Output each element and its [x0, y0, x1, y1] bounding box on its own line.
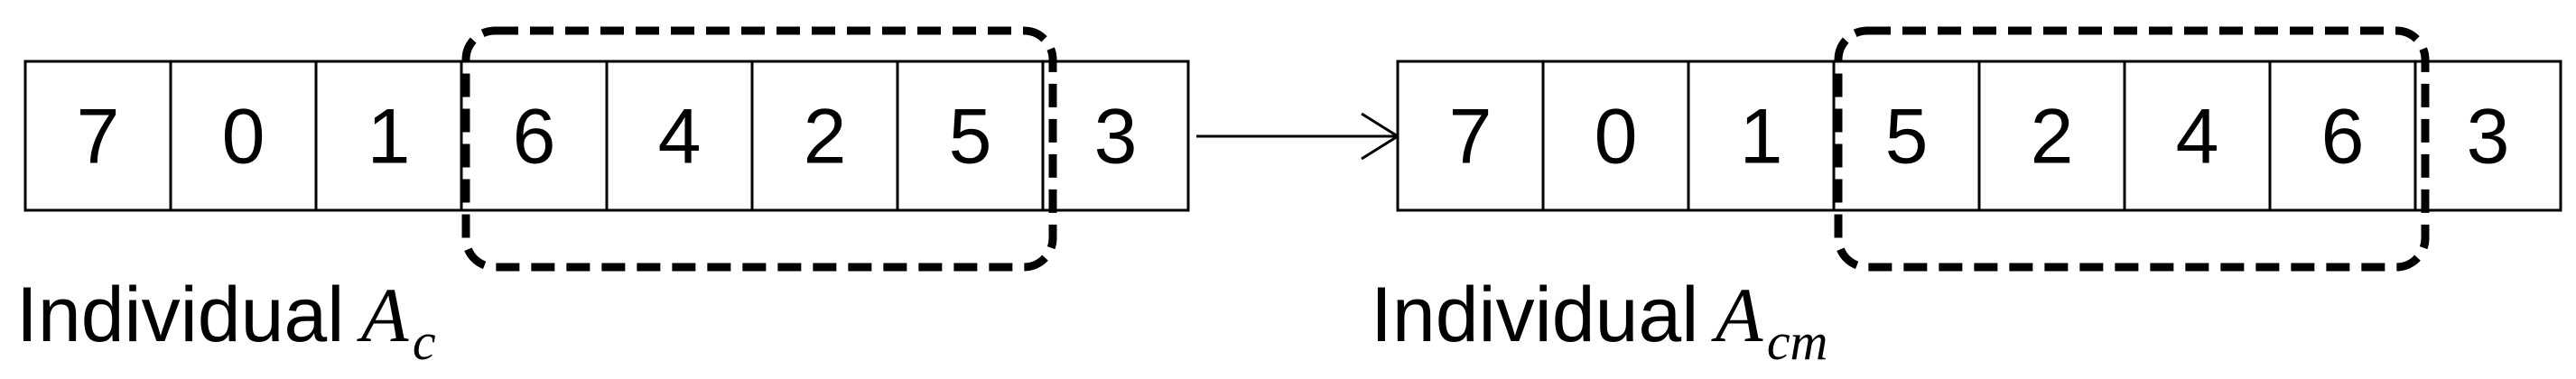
gene-cell: 1 [314, 60, 463, 212]
gene-cell: 5 [1832, 60, 1981, 212]
gene-cell: 7 [1396, 60, 1545, 212]
gene-value: 7 [1449, 94, 1493, 180]
gene-cell: 4 [605, 60, 754, 212]
gene-cell: 6 [2268, 60, 2417, 212]
individual-acm-chromosome: 7 0 1 5 2 4 6 3 [1396, 60, 2562, 212]
gene-value: 0 [1595, 94, 1638, 180]
gene-value: 4 [2176, 94, 2219, 180]
gene-value: 1 [1740, 94, 1783, 180]
gene-cell: 3 [2413, 60, 2562, 212]
gene-cell-box [1041, 60, 1190, 212]
gene-value: 3 [1094, 94, 1138, 180]
gene-cell: 2 [1977, 60, 2126, 212]
label-var: A [357, 272, 409, 358]
gene-cell-box [605, 60, 754, 212]
gene-value: 5 [949, 94, 992, 180]
gene-cell-box [1541, 60, 1690, 212]
gene-value: 2 [2031, 94, 2074, 180]
gene-cell-box [314, 60, 463, 212]
label-word: Individual [1371, 272, 1698, 358]
gene-value: 2 [804, 94, 847, 180]
label-subscript: cm [1767, 312, 1828, 371]
gene-value: 1 [367, 94, 411, 180]
label-var: A [1711, 272, 1763, 358]
gene-value: 3 [2467, 94, 2510, 180]
gene-cell-box [1832, 60, 1981, 212]
highlight-box-left [461, 26, 1057, 272]
gene-cell-box [23, 60, 172, 212]
gene-cell-box [169, 60, 318, 212]
gene-value: 6 [513, 94, 556, 180]
gene-cell: 3 [1041, 60, 1190, 212]
gene-cell: 5 [896, 60, 1045, 212]
gene-cell: 0 [169, 60, 318, 212]
gene-cell-box [2268, 60, 2417, 212]
gene-cell-box [2123, 60, 2272, 212]
individual-ac-chromosome: 7 0 1 6 4 2 5 3 [23, 60, 1190, 212]
gene-value: 5 [1885, 94, 1929, 180]
gene-cell: 2 [750, 60, 899, 212]
gene-cell: 4 [2123, 60, 2272, 212]
label-individual-acm: Individual A cm [1371, 272, 1827, 371]
arrow [1196, 112, 1400, 161]
gene-cell: 6 [460, 60, 609, 212]
label-individual-ac: Individual A c [16, 272, 436, 371]
gene-cell-box [2413, 60, 2562, 212]
gene-cell-box [896, 60, 1045, 212]
label-subscript: c [413, 312, 436, 371]
gene-cell: 1 [1687, 60, 1836, 212]
label-word: Individual [16, 272, 344, 358]
gene-cell-box [1396, 60, 1545, 212]
gene-value: 6 [2321, 94, 2365, 180]
gene-value: 4 [658, 94, 702, 180]
gene-cell: 7 [23, 60, 172, 212]
gene-cell-box [1687, 60, 1836, 212]
highlight-box-right [1834, 26, 2430, 272]
gene-cell-box [750, 60, 899, 212]
gene-value: 0 [222, 94, 265, 180]
gene-value: 7 [77, 94, 120, 180]
gene-cell: 0 [1541, 60, 1690, 212]
